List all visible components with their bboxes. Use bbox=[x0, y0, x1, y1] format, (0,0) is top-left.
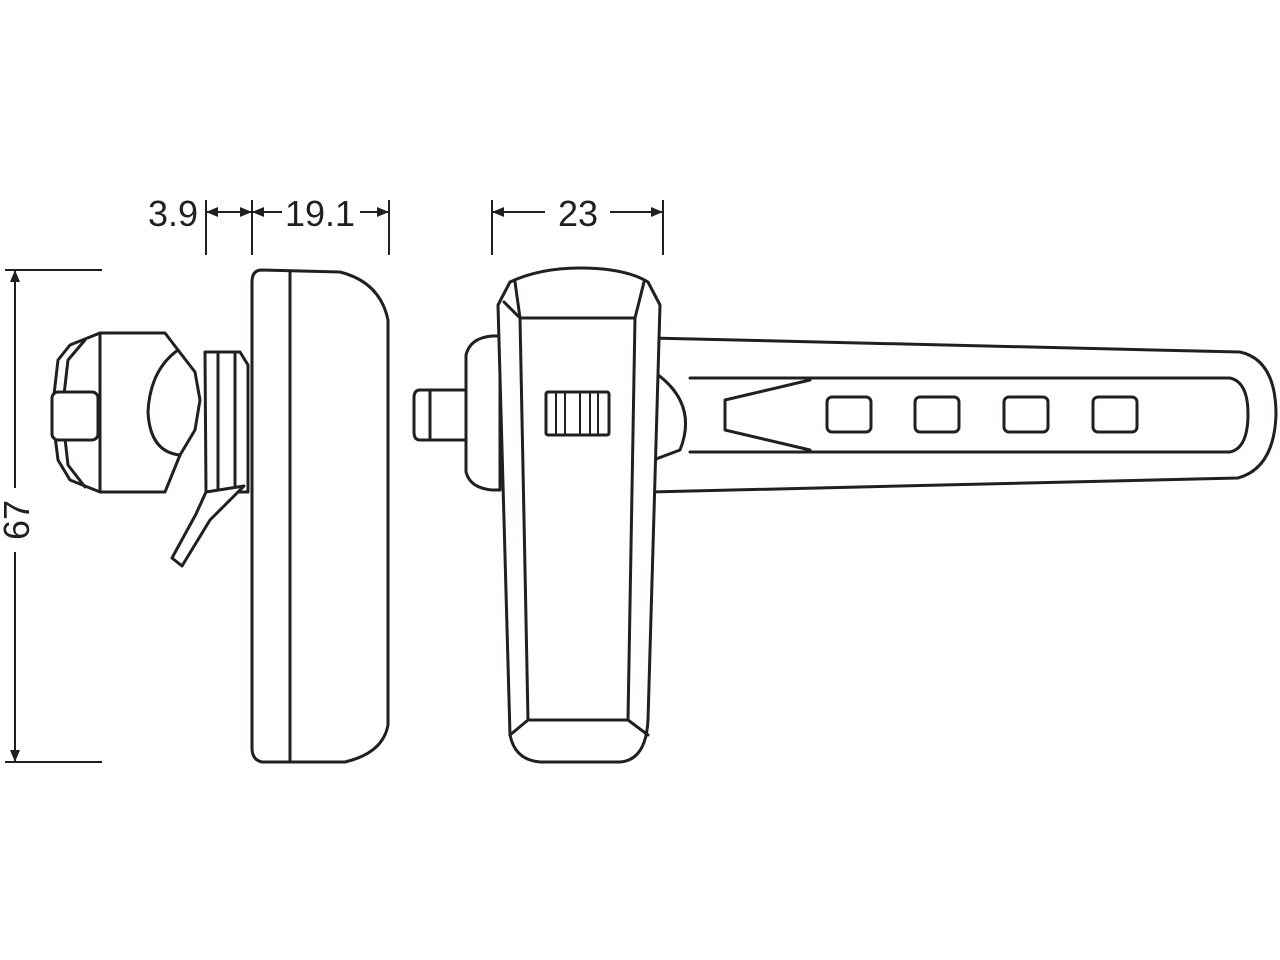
front-view bbox=[412, 266, 1278, 764]
mount-bracket bbox=[170, 350, 250, 568]
power-switch bbox=[544, 390, 611, 437]
dimension-body-height: 67 bbox=[0, 269, 102, 763]
label-body-height: 67 bbox=[0, 500, 37, 540]
mounting-strap bbox=[648, 336, 1278, 494]
dimension-mount-offset: 3.9 bbox=[148, 193, 253, 255]
side-knob bbox=[412, 334, 502, 492]
strap-hole-3 bbox=[1002, 395, 1050, 434]
handlebar-clamp bbox=[50, 331, 202, 494]
label-body-width: 23 bbox=[558, 193, 598, 234]
side-view bbox=[50, 268, 390, 764]
label-mount-offset: 3.9 bbox=[148, 193, 198, 234]
lamp-body-side bbox=[250, 268, 390, 764]
strap-hole-4 bbox=[1091, 395, 1139, 434]
strap-hole-2 bbox=[913, 395, 961, 434]
label-body-depth: 19.1 bbox=[285, 193, 355, 234]
dimension-body-width: 23 bbox=[491, 193, 664, 255]
lamp-body-front bbox=[496, 266, 662, 764]
strap-hole-1 bbox=[825, 395, 873, 434]
dimension-body-depth: 19.1 bbox=[252, 193, 390, 255]
